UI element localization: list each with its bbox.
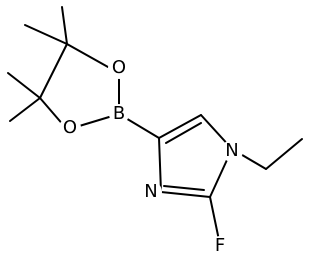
bond-ethyl-ch2-ch3 [265, 138, 303, 170]
bond-c4-c5-imidazole-outer [158, 114, 202, 139]
atom-label-n1: N [225, 140, 238, 161]
atom-o-top: O [108, 57, 130, 79]
methyl-bond-c5-upper [61, 6, 68, 45]
atom-label-n3: N [144, 181, 157, 202]
bond-n3-c4 [158, 137, 162, 193]
atom-n3: N [140, 181, 162, 203]
atom-n1: N [221, 140, 243, 162]
bond-c2-n3-outer [160, 191, 211, 198]
methyl-bond-c4-left [7, 72, 41, 99]
methyl-bond-c4-lower [9, 97, 41, 122]
methyl-bond-c5-left [24, 24, 68, 45]
atom-label-fluorine: F [215, 235, 225, 256]
bond-c4-c5-imidazole-inner [165, 122, 202, 144]
atom-label-o-bottom: O [63, 117, 77, 138]
bond-c2-n3-inner [163, 185, 205, 191]
atom-label-o-top: O [112, 57, 126, 78]
bond-c5-o-top [66, 43, 109, 68]
atom-boron: B [109, 103, 129, 124]
atom-o-bottom: O [59, 117, 81, 139]
chemical-structure: O O B N N F [7, 6, 303, 256]
atom-label-boron: B [113, 103, 125, 124]
bond-c4-c5 [39, 43, 68, 99]
atom-fluorine: F [210, 235, 230, 256]
